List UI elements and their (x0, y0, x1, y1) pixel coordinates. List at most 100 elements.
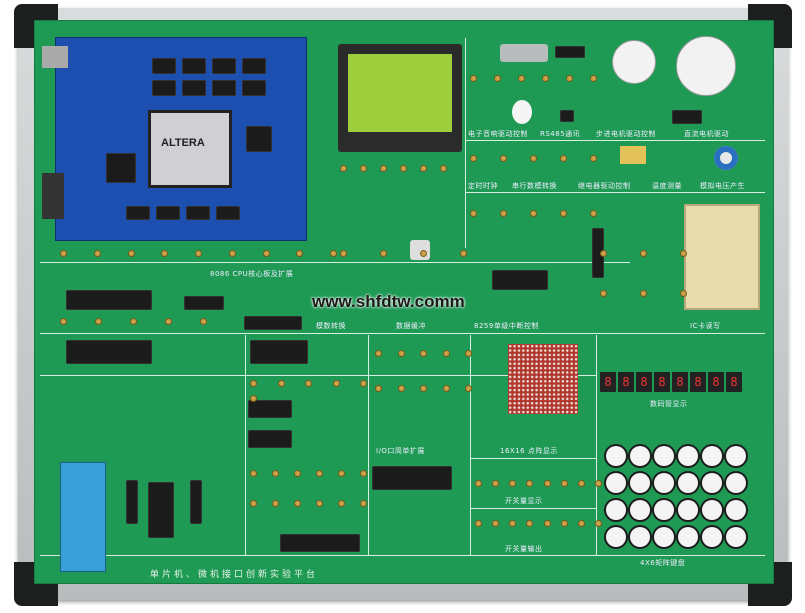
test-socket[interactable] (360, 380, 367, 387)
test-socket[interactable] (500, 155, 507, 162)
test-socket[interactable] (566, 75, 573, 82)
keypad-key[interactable] (702, 500, 722, 520)
keypad-key[interactable] (606, 473, 626, 493)
test-socket[interactable] (400, 165, 407, 172)
test-socket[interactable] (360, 500, 367, 507)
test-socket[interactable] (530, 155, 537, 162)
keypad-key[interactable] (726, 473, 746, 493)
test-socket[interactable] (250, 395, 257, 402)
test-socket[interactable] (250, 380, 257, 387)
test-socket[interactable] (492, 520, 500, 527)
test-socket[interactable] (332, 380, 340, 387)
keypad-key[interactable] (630, 446, 650, 466)
test-socket[interactable] (475, 520, 482, 527)
test-socket[interactable] (360, 470, 367, 477)
test-socket[interactable] (640, 250, 647, 257)
test-socket[interactable] (375, 385, 382, 392)
test-socket[interactable] (492, 480, 500, 487)
ic-card-slot[interactable] (684, 204, 760, 310)
keypad-key[interactable] (606, 527, 626, 547)
keypad-key[interactable] (654, 473, 674, 493)
keypad-key[interactable] (678, 446, 698, 466)
zif-socket[interactable] (60, 462, 106, 572)
test-socket[interactable] (465, 385, 472, 392)
test-socket[interactable] (590, 155, 597, 162)
keypad-key[interactable] (702, 473, 722, 493)
test-socket[interactable] (543, 480, 551, 487)
test-socket[interactable] (420, 250, 427, 257)
test-socket[interactable] (460, 250, 467, 257)
db9-connector[interactable] (500, 44, 548, 62)
test-socket[interactable] (397, 350, 405, 357)
test-socket[interactable] (500, 210, 507, 217)
test-socket[interactable] (340, 250, 347, 257)
test-socket[interactable] (127, 250, 135, 257)
test-socket[interactable] (338, 470, 345, 477)
keypad-key[interactable] (654, 500, 674, 520)
keypad-key[interactable] (630, 500, 650, 520)
test-socket[interactable] (442, 385, 450, 392)
keypad-key[interactable] (630, 473, 650, 493)
test-socket[interactable] (420, 165, 427, 172)
keypad-key[interactable] (654, 527, 674, 547)
test-socket[interactable] (440, 165, 447, 172)
test-socket[interactable] (296, 250, 304, 257)
test-socket[interactable] (470, 155, 477, 162)
test-socket[interactable] (518, 75, 525, 82)
test-socket[interactable] (543, 520, 551, 527)
test-socket[interactable] (60, 318, 67, 325)
test-socket[interactable] (577, 480, 585, 487)
test-socket[interactable] (475, 480, 482, 487)
keypad-key[interactable] (630, 527, 650, 547)
test-socket[interactable] (294, 470, 301, 477)
test-socket[interactable] (272, 500, 279, 507)
test-socket[interactable] (590, 210, 597, 217)
test-socket[interactable] (542, 75, 549, 82)
test-socket[interactable] (465, 350, 472, 357)
test-socket[interactable] (509, 520, 517, 527)
test-socket[interactable] (397, 385, 405, 392)
test-socket[interactable] (95, 318, 102, 325)
test-socket[interactable] (93, 250, 101, 257)
test-socket[interactable] (305, 380, 312, 387)
test-socket[interactable] (380, 165, 387, 172)
test-socket[interactable] (316, 500, 323, 507)
test-socket[interactable] (272, 470, 279, 477)
test-socket[interactable] (420, 385, 427, 392)
potentiometer-knob[interactable] (714, 146, 738, 170)
test-socket[interactable] (294, 500, 301, 507)
test-socket[interactable] (526, 480, 534, 487)
test-socket[interactable] (277, 380, 285, 387)
test-socket[interactable] (595, 520, 602, 527)
test-socket[interactable] (640, 290, 647, 297)
keypad-key[interactable] (726, 500, 746, 520)
keypad-key[interactable] (606, 446, 626, 466)
test-socket[interactable] (494, 75, 501, 82)
test-socket[interactable] (560, 520, 568, 527)
test-socket[interactable] (330, 250, 337, 257)
test-socket[interactable] (509, 480, 517, 487)
push-button[interactable] (410, 240, 430, 260)
test-socket[interactable] (526, 520, 534, 527)
test-socket[interactable] (250, 470, 257, 477)
test-socket[interactable] (577, 520, 585, 527)
test-socket[interactable] (420, 350, 427, 357)
test-socket[interactable] (595, 480, 602, 487)
test-socket[interactable] (380, 250, 387, 257)
test-socket[interactable] (228, 250, 236, 257)
test-socket[interactable] (340, 165, 347, 172)
test-socket[interactable] (316, 470, 323, 477)
test-socket[interactable] (338, 500, 345, 507)
test-socket[interactable] (530, 210, 537, 217)
test-socket[interactable] (161, 250, 169, 257)
keypad-key[interactable] (606, 500, 626, 520)
test-socket[interactable] (375, 350, 382, 357)
test-socket[interactable] (165, 318, 172, 325)
test-socket[interactable] (195, 250, 202, 257)
usb-port[interactable] (42, 46, 68, 68)
test-socket[interactable] (680, 250, 687, 257)
test-socket[interactable] (560, 155, 567, 162)
keypad-key[interactable] (678, 527, 698, 547)
test-socket[interactable] (600, 250, 607, 257)
test-socket[interactable] (560, 210, 567, 217)
